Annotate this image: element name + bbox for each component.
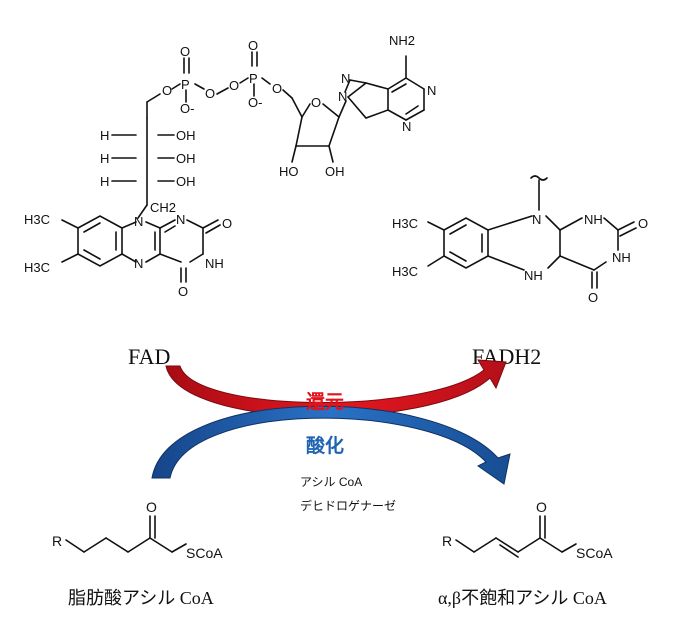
bridge-o4-label: O <box>272 81 282 96</box>
fadh2-nh1-label: NH <box>584 212 603 227</box>
bridge-o1-label: O <box>162 83 172 98</box>
ribityl-h3-label: H <box>100 174 109 189</box>
flavin-nh-label: NH <box>205 256 224 271</box>
fadh2-structure: N NH NH NH O O H3C H3C <box>392 175 648 305</box>
substrate-structure: R O SCoA <box>52 499 223 561</box>
fadh2-o4-label: O <box>588 290 598 305</box>
product-o-label: O <box>536 499 547 515</box>
ribityl-oh1-label: OH <box>176 128 196 143</box>
reduction-label: 還元 <box>306 391 344 413</box>
substrate-r-label: R <box>52 533 62 549</box>
fad-n3-label: N <box>402 119 411 134</box>
flavin-n10-label: N <box>134 214 143 229</box>
phosphate2-p-label: P <box>249 71 258 86</box>
reduction-arrow <box>165 359 507 417</box>
fad-name: FAD <box>128 344 170 369</box>
fadh2-ch3-2-label: H3C <box>392 264 418 279</box>
fad-nh2-label: NH2 <box>389 33 415 48</box>
fadh2-nh3-label: NH <box>612 250 631 265</box>
fadh2-n10-label: N <box>532 212 541 227</box>
fadh2-nh5-label: NH <box>524 268 543 283</box>
flavin-n5-label: N <box>134 256 143 271</box>
product-structure: R O SCoA <box>442 499 613 561</box>
enzyme-name-line1: アシル CoA <box>300 475 362 489</box>
product-scoa-label: SCoA <box>576 545 613 561</box>
bridge-o2-label: O <box>205 86 215 101</box>
flavin-o4-label: O <box>178 284 188 299</box>
ribose-ho-label: HO <box>279 164 299 179</box>
ribityl-oh3-label: OH <box>176 174 196 189</box>
ribose-oh-label: OH <box>325 164 345 179</box>
oxidation-arrow <box>151 405 511 485</box>
substrate-o-label: O <box>146 499 157 515</box>
ribityl-h2-label: H <box>100 151 109 166</box>
flavin-n1-label: N <box>176 212 185 227</box>
fad-n1-label: N <box>427 83 436 98</box>
flavin-o2-label: O <box>222 216 232 231</box>
fad-structure: NH2 N N N N O HO OH O O P P O O O O O- O… <box>24 33 436 299</box>
substrate-name: 脂肪酸アシル CoA <box>68 588 214 608</box>
phosphate1-ominus-label: O- <box>180 101 194 116</box>
product-name: α,β不飽和アシル CoA <box>438 588 607 608</box>
phosphate2-o-label: O <box>248 38 258 53</box>
ribityl-h1-label: H <box>100 128 109 143</box>
ribityl-ch2-label: CH2 <box>150 200 176 215</box>
fad-n7-label: N <box>341 71 350 86</box>
flavin-ch3-2-label: H3C <box>24 260 50 275</box>
fadh2-ch3-1-label: H3C <box>392 216 418 231</box>
ribose-o-label: O <box>311 95 321 110</box>
phosphate1-p-label: P <box>181 77 190 92</box>
phosphate1-o-label: O <box>180 44 190 59</box>
flavin-ch3-1-label: H3C <box>24 212 50 227</box>
phosphate2-ominus-label: O- <box>248 95 262 110</box>
fadh2-o2-label: O <box>638 216 648 231</box>
ribityl-oh2-label: OH <box>176 151 196 166</box>
oxidation-label: 酸化 <box>306 434 344 457</box>
fad-n9-label: N <box>338 89 347 104</box>
bridge-o3-label: O <box>229 78 239 93</box>
substrate-scoa-label: SCoA <box>186 545 223 561</box>
product-r-label: R <box>442 533 452 549</box>
enzyme-name-line2: デヒドロゲナーゼ <box>300 498 396 513</box>
